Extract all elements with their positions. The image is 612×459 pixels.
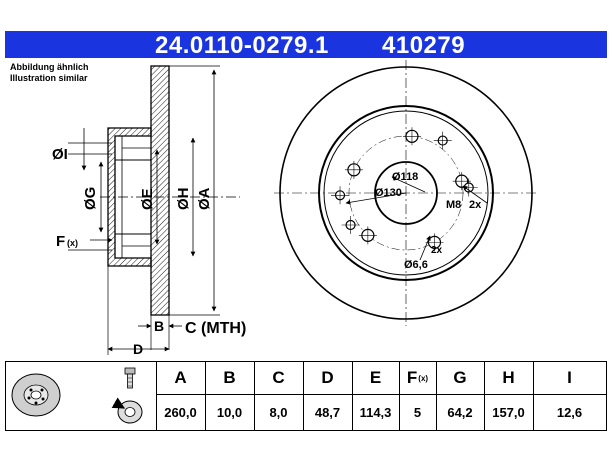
hub-icon xyxy=(111,397,143,424)
table-header-text: F xyxy=(406,368,418,387)
label-d130: Ø130 xyxy=(375,187,402,199)
label-c: C (MTH) xyxy=(185,320,246,337)
table-col-divider xyxy=(205,362,206,430)
hat-section xyxy=(107,127,152,267)
table-value-h: 157,0 xyxy=(492,405,525,420)
table-value-c: 8,0 xyxy=(269,405,288,420)
table-col-divider xyxy=(399,362,400,430)
label-dia-h: ØH xyxy=(175,188,192,211)
table-header-text: E xyxy=(369,368,382,387)
table-value-b: 10,0 xyxy=(216,405,243,420)
label-dia-g: ØG xyxy=(82,187,99,210)
table-header-f: F(x) xyxy=(399,362,436,394)
label-dia-a: ØA xyxy=(196,187,213,210)
part-number: 24.0110-0279.1 xyxy=(155,32,329,59)
table-header-text: H xyxy=(502,368,515,387)
table-value-f: 5 xyxy=(413,405,422,420)
table-col-divider xyxy=(533,362,534,430)
label-m8: M8 xyxy=(446,199,461,211)
label-b: B xyxy=(154,318,164,334)
table-header-text: D xyxy=(321,368,334,387)
dimension-table: A 260,0 B 10,0 C 8,0 D 48,7 E 114,3 F(x) 5 G 64,2 H 157… xyxy=(5,361,607,431)
table-header-d: D xyxy=(303,362,352,394)
table-col-divider xyxy=(352,362,353,430)
table-header-text: G xyxy=(453,368,467,387)
table-header-h: H xyxy=(484,362,533,394)
friction-ring-section xyxy=(150,65,170,316)
table-col-divider xyxy=(254,362,255,430)
table-header-g: G xyxy=(436,362,484,394)
label-dia-e: ØE xyxy=(139,188,156,210)
illustration-note: Abbildung ähnlich Illustration similar xyxy=(10,62,89,84)
table-header-i: I xyxy=(533,362,606,394)
bolt-icon xyxy=(124,367,136,389)
note-line-en: Illustration similar xyxy=(10,73,88,83)
table-header-text: B xyxy=(223,368,236,387)
table-header-text: C xyxy=(272,368,285,387)
title-bar: 24.0110-0279.1 410279 xyxy=(5,31,607,59)
section-view: ØI ØG ØE ØH ØA F (x) B C (MTH) D xyxy=(52,65,246,357)
table-value-g: 64,2 xyxy=(447,405,473,420)
label-f: F xyxy=(56,233,65,250)
table-value-e: 114,3 xyxy=(359,405,392,420)
table-col-divider xyxy=(436,362,437,430)
table-header-b: B xyxy=(205,362,254,394)
label-m8-count: 2x xyxy=(469,199,482,211)
bolt-holes xyxy=(331,127,478,252)
table-value-d: 48,7 xyxy=(314,405,341,420)
label-d66: Ø6,6 xyxy=(404,259,428,271)
table-header-a: A xyxy=(156,362,205,394)
table-value-a: 260,0 xyxy=(164,405,197,420)
table-header-text: A xyxy=(174,368,187,387)
label-hole-count: 2x xyxy=(431,245,443,256)
label-d: D xyxy=(133,341,143,357)
disc-thumbnail-icon xyxy=(11,373,61,417)
note-line-de: Abbildung ähnlich xyxy=(10,62,89,72)
table-header-f-sub: (x) xyxy=(418,373,429,383)
label-d118: Ø118 xyxy=(392,171,418,183)
table-col-divider xyxy=(303,362,304,430)
table-header-e: E xyxy=(352,362,399,394)
table-header-text: I xyxy=(567,368,572,387)
article-code: 410279 xyxy=(382,32,466,59)
front-view: Ø118 Ø130 M8 2x 2x Ø6,6 xyxy=(274,60,538,326)
label-dia-i: ØI xyxy=(52,146,68,163)
table-col-divider xyxy=(484,362,485,430)
label-f-sub: (x) xyxy=(67,238,78,248)
table-header-c: C xyxy=(254,362,303,394)
table-value-i: 12,6 xyxy=(556,405,583,420)
